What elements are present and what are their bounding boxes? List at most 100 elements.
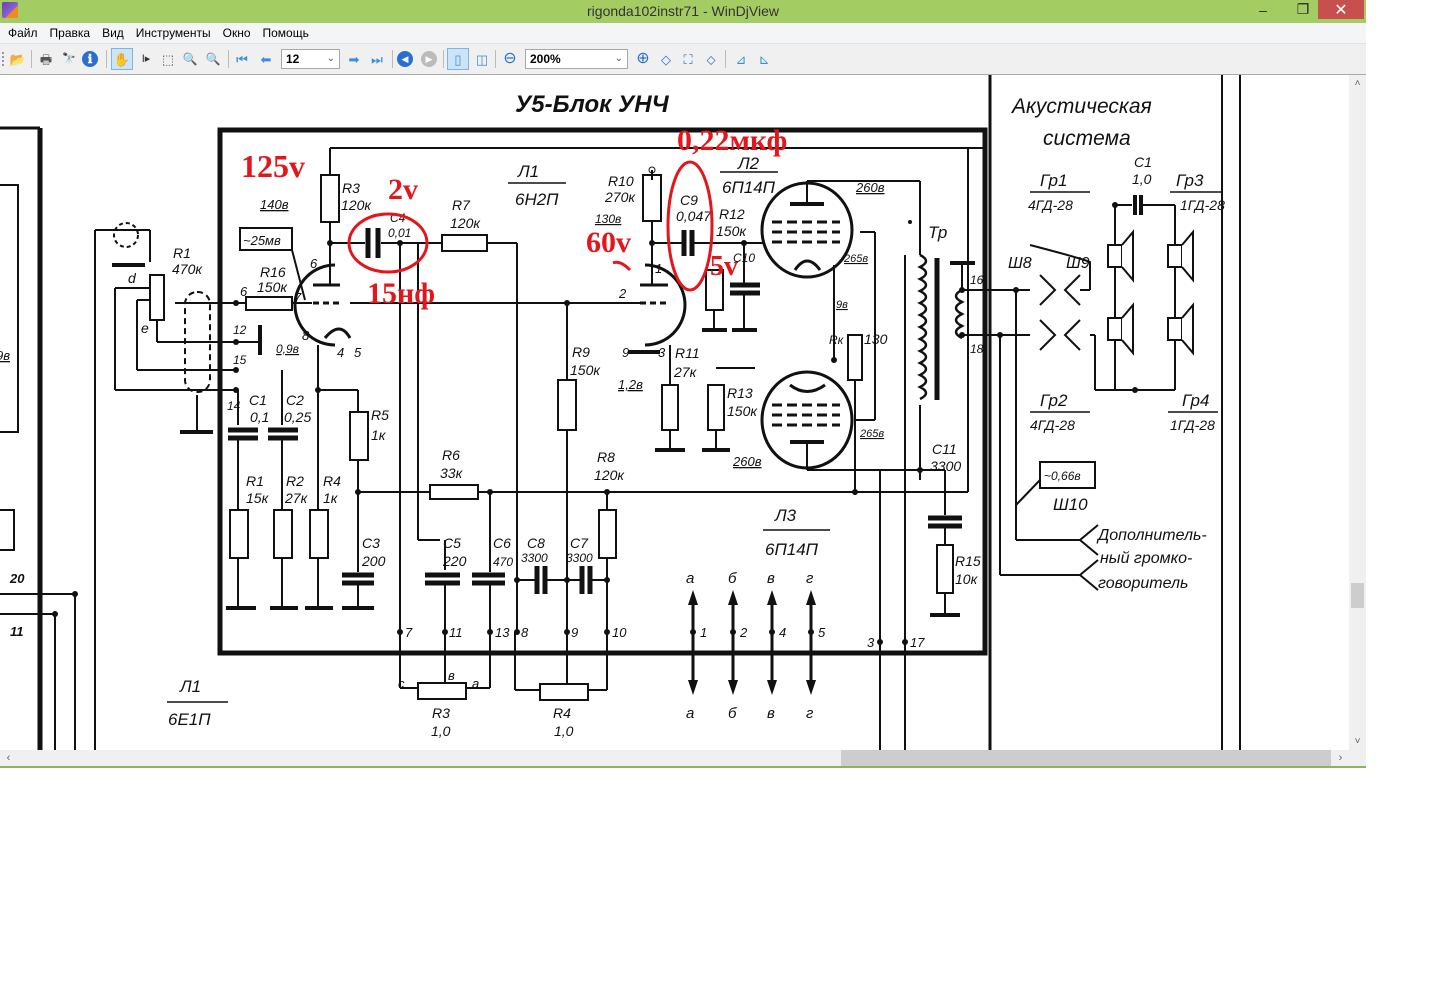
zoom-out-icon[interactable]: ⊖	[503, 50, 517, 67]
annotation-2v: 2v	[388, 173, 418, 206]
print-icon[interactable]: 🖶	[39, 51, 53, 67]
zoom-fit-icon[interactable]: 🔍	[205, 52, 221, 66]
r8-value: 120к	[594, 467, 625, 483]
toolbar-grip[interactable]	[2, 52, 6, 66]
scroll-left-icon[interactable]: ‹	[6, 752, 11, 764]
document-viewport[interactable]: У5-Блок УНЧ Акустическая система Л1 6Н2П…	[0, 75, 1349, 750]
voltage-label: 0,9в	[276, 342, 299, 356]
speaker-gr1-icon	[1107, 244, 1123, 268]
tube-l1-envelope	[293, 263, 336, 347]
pin-label: 18	[970, 342, 984, 356]
horizontal-scrollbar[interactable]: ‹ ›	[0, 750, 1349, 767]
zoom-in-icon[interactable]: ⊕	[636, 50, 650, 67]
r4-label: R4	[323, 473, 341, 489]
menu-view[interactable]: Вид	[102, 26, 124, 40]
filament-label-g: г	[806, 570, 814, 587]
back-icon[interactable]: ◀	[397, 51, 413, 67]
pin-label: 2	[739, 625, 748, 640]
single-page-icon[interactable]: ▯	[447, 48, 469, 70]
open-icon[interactable]: 📂	[9, 51, 27, 67]
r2-value: 27к	[284, 490, 309, 506]
menu-help[interactable]: Помощь	[262, 26, 309, 40]
rotate-right-icon[interactable]: ⊿	[758, 51, 770, 67]
vertical-scrollbar[interactable]: ˄ ˅	[1349, 75, 1366, 750]
annotation-60v: 60v	[586, 226, 631, 259]
toolbar-separator	[228, 50, 229, 68]
connector-sh9	[1063, 319, 1081, 351]
tube-l1-type: 6Н2П	[515, 190, 559, 209]
c8-label: C8	[527, 535, 545, 551]
r4-value: 1к	[323, 490, 339, 506]
scroll-down-icon[interactable]: ˅	[1354, 736, 1361, 747]
r2-label: R2	[286, 473, 304, 489]
menu-tools[interactable]: Инструменты	[135, 26, 211, 40]
next-page-icon[interactable]: ➡	[348, 51, 360, 67]
chevron-down-icon[interactable]: ⌄	[326, 53, 335, 64]
r1-pot-value: 470к	[172, 261, 203, 277]
pin-label: 16	[970, 273, 984, 287]
filament-label-g: г	[806, 705, 814, 722]
speaker-gr3-type: 1ГД-28	[1180, 197, 1225, 213]
hand-tool-icon[interactable]: ✋	[111, 48, 133, 70]
c7-label: C7	[570, 535, 589, 551]
pin-label: 10	[612, 625, 627, 640]
first-page-icon[interactable]: ⏮	[236, 51, 248, 67]
restore-button[interactable]: ❐	[1296, 1, 1310, 17]
fit-width-icon[interactable]: ⬦	[706, 51, 716, 67]
windjview-app-icon[interactable]	[2, 2, 18, 18]
r3-pot-label: R3	[432, 705, 450, 721]
annotation-circle-c9	[666, 160, 714, 292]
scroll-right-icon[interactable]: ›	[1338, 752, 1343, 764]
forward-icon[interactable]: ▶	[421, 51, 437, 67]
text-select-icon[interactable]: I▸	[141, 52, 151, 65]
pin-label: 9	[571, 625, 578, 640]
prev-page-icon[interactable]: ⬅	[260, 51, 272, 67]
window-title: rigonda102instr71 - WinDjView	[587, 3, 779, 19]
tube-pin-label: 4	[337, 345, 344, 360]
c4-value: 0,01	[388, 226, 411, 240]
resistor-r1-pot	[149, 274, 165, 321]
voltage-label: 1,2в	[618, 377, 643, 392]
vertical-scroll-thumb[interactable]	[1351, 583, 1364, 608]
pot-terminal-label: с	[398, 676, 405, 691]
annotation-circle-c4	[347, 212, 429, 274]
c11-value: 3300	[930, 458, 961, 474]
menu-edit[interactable]: Правка	[49, 26, 91, 40]
chevron-down-icon[interactable]: ⌄	[614, 53, 623, 64]
zoom-level-select[interactable]: 200% ⌄	[525, 49, 628, 69]
pin-label: 12	[233, 323, 247, 337]
title-bar[interactable]: rigonda102instr71 - WinDjView – ❐ ✕	[0, 0, 1366, 23]
speaker-c1-value: 1,0	[1132, 171, 1152, 187]
fit-page-icon[interactable]: ◇	[661, 51, 671, 67]
menu-window[interactable]: Окно	[222, 26, 251, 40]
find-icon[interactable]: 🔭	[62, 52, 76, 65]
last-page-icon[interactable]: ⏭	[371, 51, 383, 67]
transformer-secondary	[954, 288, 965, 340]
r5-value: 1к	[371, 427, 387, 443]
menu-file[interactable]: Файл	[8, 26, 38, 40]
resistor-r4	[309, 509, 329, 559]
rotate-left-icon[interactable]: ⊿	[735, 51, 747, 67]
r10-label: R10	[608, 173, 634, 189]
info-icon[interactable]: ℹ	[82, 51, 98, 67]
actual-size-icon[interactable]: ⛶	[683, 51, 693, 67]
c1-label: C1	[249, 392, 267, 408]
minimize-button[interactable]: –	[1259, 1, 1267, 18]
r3-value: 120к	[341, 197, 372, 213]
r7-label: R7	[452, 197, 471, 213]
rect-select-icon[interactable]: ⬚	[161, 51, 175, 67]
wire	[291, 249, 306, 301]
zoom-rect-icon[interactable]: 🔍	[182, 52, 198, 66]
horizontal-scroll-thumb[interactable]	[841, 750, 1331, 767]
close-button[interactable]: ✕	[1318, 0, 1364, 19]
r15-label: R15	[955, 553, 981, 569]
two-pages-icon[interactable]: ◫	[475, 51, 489, 67]
page-number-select[interactable]: 12 ⌄	[281, 49, 340, 69]
toolbar-separator	[495, 50, 496, 68]
tube-pin-label: 3	[658, 345, 666, 360]
pot-terminal-label: а	[472, 676, 479, 691]
c2-label: C2	[286, 392, 304, 408]
speaker-system-title: Акустическая	[1010, 95, 1152, 118]
scroll-up-icon[interactable]: ˄	[1354, 78, 1361, 89]
r3-label: R3	[342, 180, 360, 196]
